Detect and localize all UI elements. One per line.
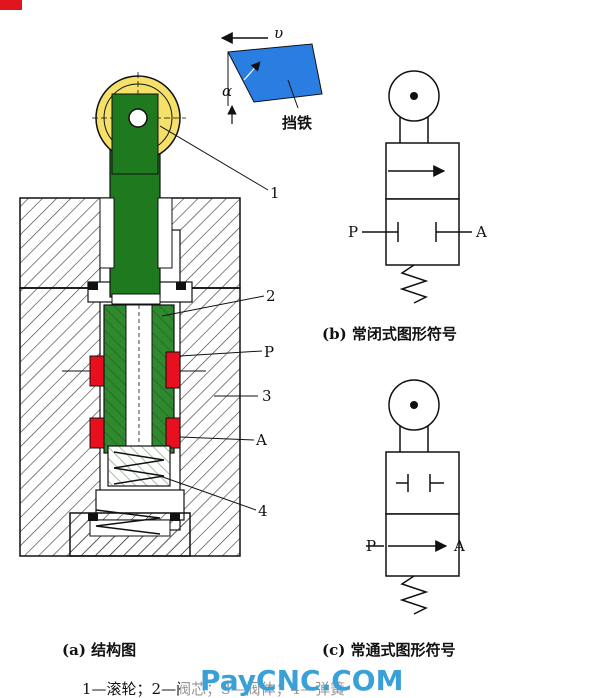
callouts: 1 2 P 3 A 4	[159, 125, 280, 520]
symbol-c-port-p: P	[366, 537, 376, 555]
symbol-spring	[399, 264, 429, 304]
roller-pin	[128, 108, 148, 128]
callout-4: 4	[258, 502, 268, 520]
spring-lower	[95, 509, 161, 535]
callout-p: P	[264, 343, 274, 361]
plunger-stem-top	[111, 93, 159, 175]
seal-mark	[176, 282, 186, 290]
caption-c: (c) 常通式图形符号	[322, 641, 456, 659]
structure-drawing	[19, 72, 241, 557]
symbol-lower-box	[385, 513, 460, 577]
seal-a-left	[89, 417, 105, 449]
caption-b: (b) 常闭式图形符号	[322, 325, 457, 343]
seal-p-right	[165, 351, 181, 389]
alpha-label: α	[222, 82, 232, 100]
callout-1: 1	[270, 184, 280, 202]
callout-2: 2	[266, 287, 276, 305]
symbol-c-port-a: A	[453, 537, 465, 555]
seal-mark	[88, 282, 98, 290]
symbol-b-port-a: A	[475, 223, 487, 241]
stop-block-label: 挡铁	[282, 114, 312, 132]
watermark: PayCNC.COM	[200, 664, 403, 697]
symbol-normally-open: P A	[366, 379, 465, 615]
callout-3: 3	[262, 387, 272, 405]
seal-mark	[88, 513, 98, 521]
stop-block	[227, 43, 323, 103]
spring	[113, 451, 165, 485]
seal-mark	[170, 513, 180, 521]
stop-block-group: υ α 挡铁	[220, 24, 323, 132]
symbol-normally-closed: P A	[348, 70, 487, 304]
velocity-label: υ	[274, 24, 283, 42]
seal-a-right	[165, 417, 181, 449]
callout-a: A	[255, 431, 267, 449]
caption-a: (a) 结构图	[62, 641, 136, 659]
seal-p-left	[89, 355, 105, 387]
symbol-b-port-p: P	[348, 223, 358, 241]
corner-mark	[0, 0, 22, 10]
symbol-spring	[399, 575, 429, 615]
